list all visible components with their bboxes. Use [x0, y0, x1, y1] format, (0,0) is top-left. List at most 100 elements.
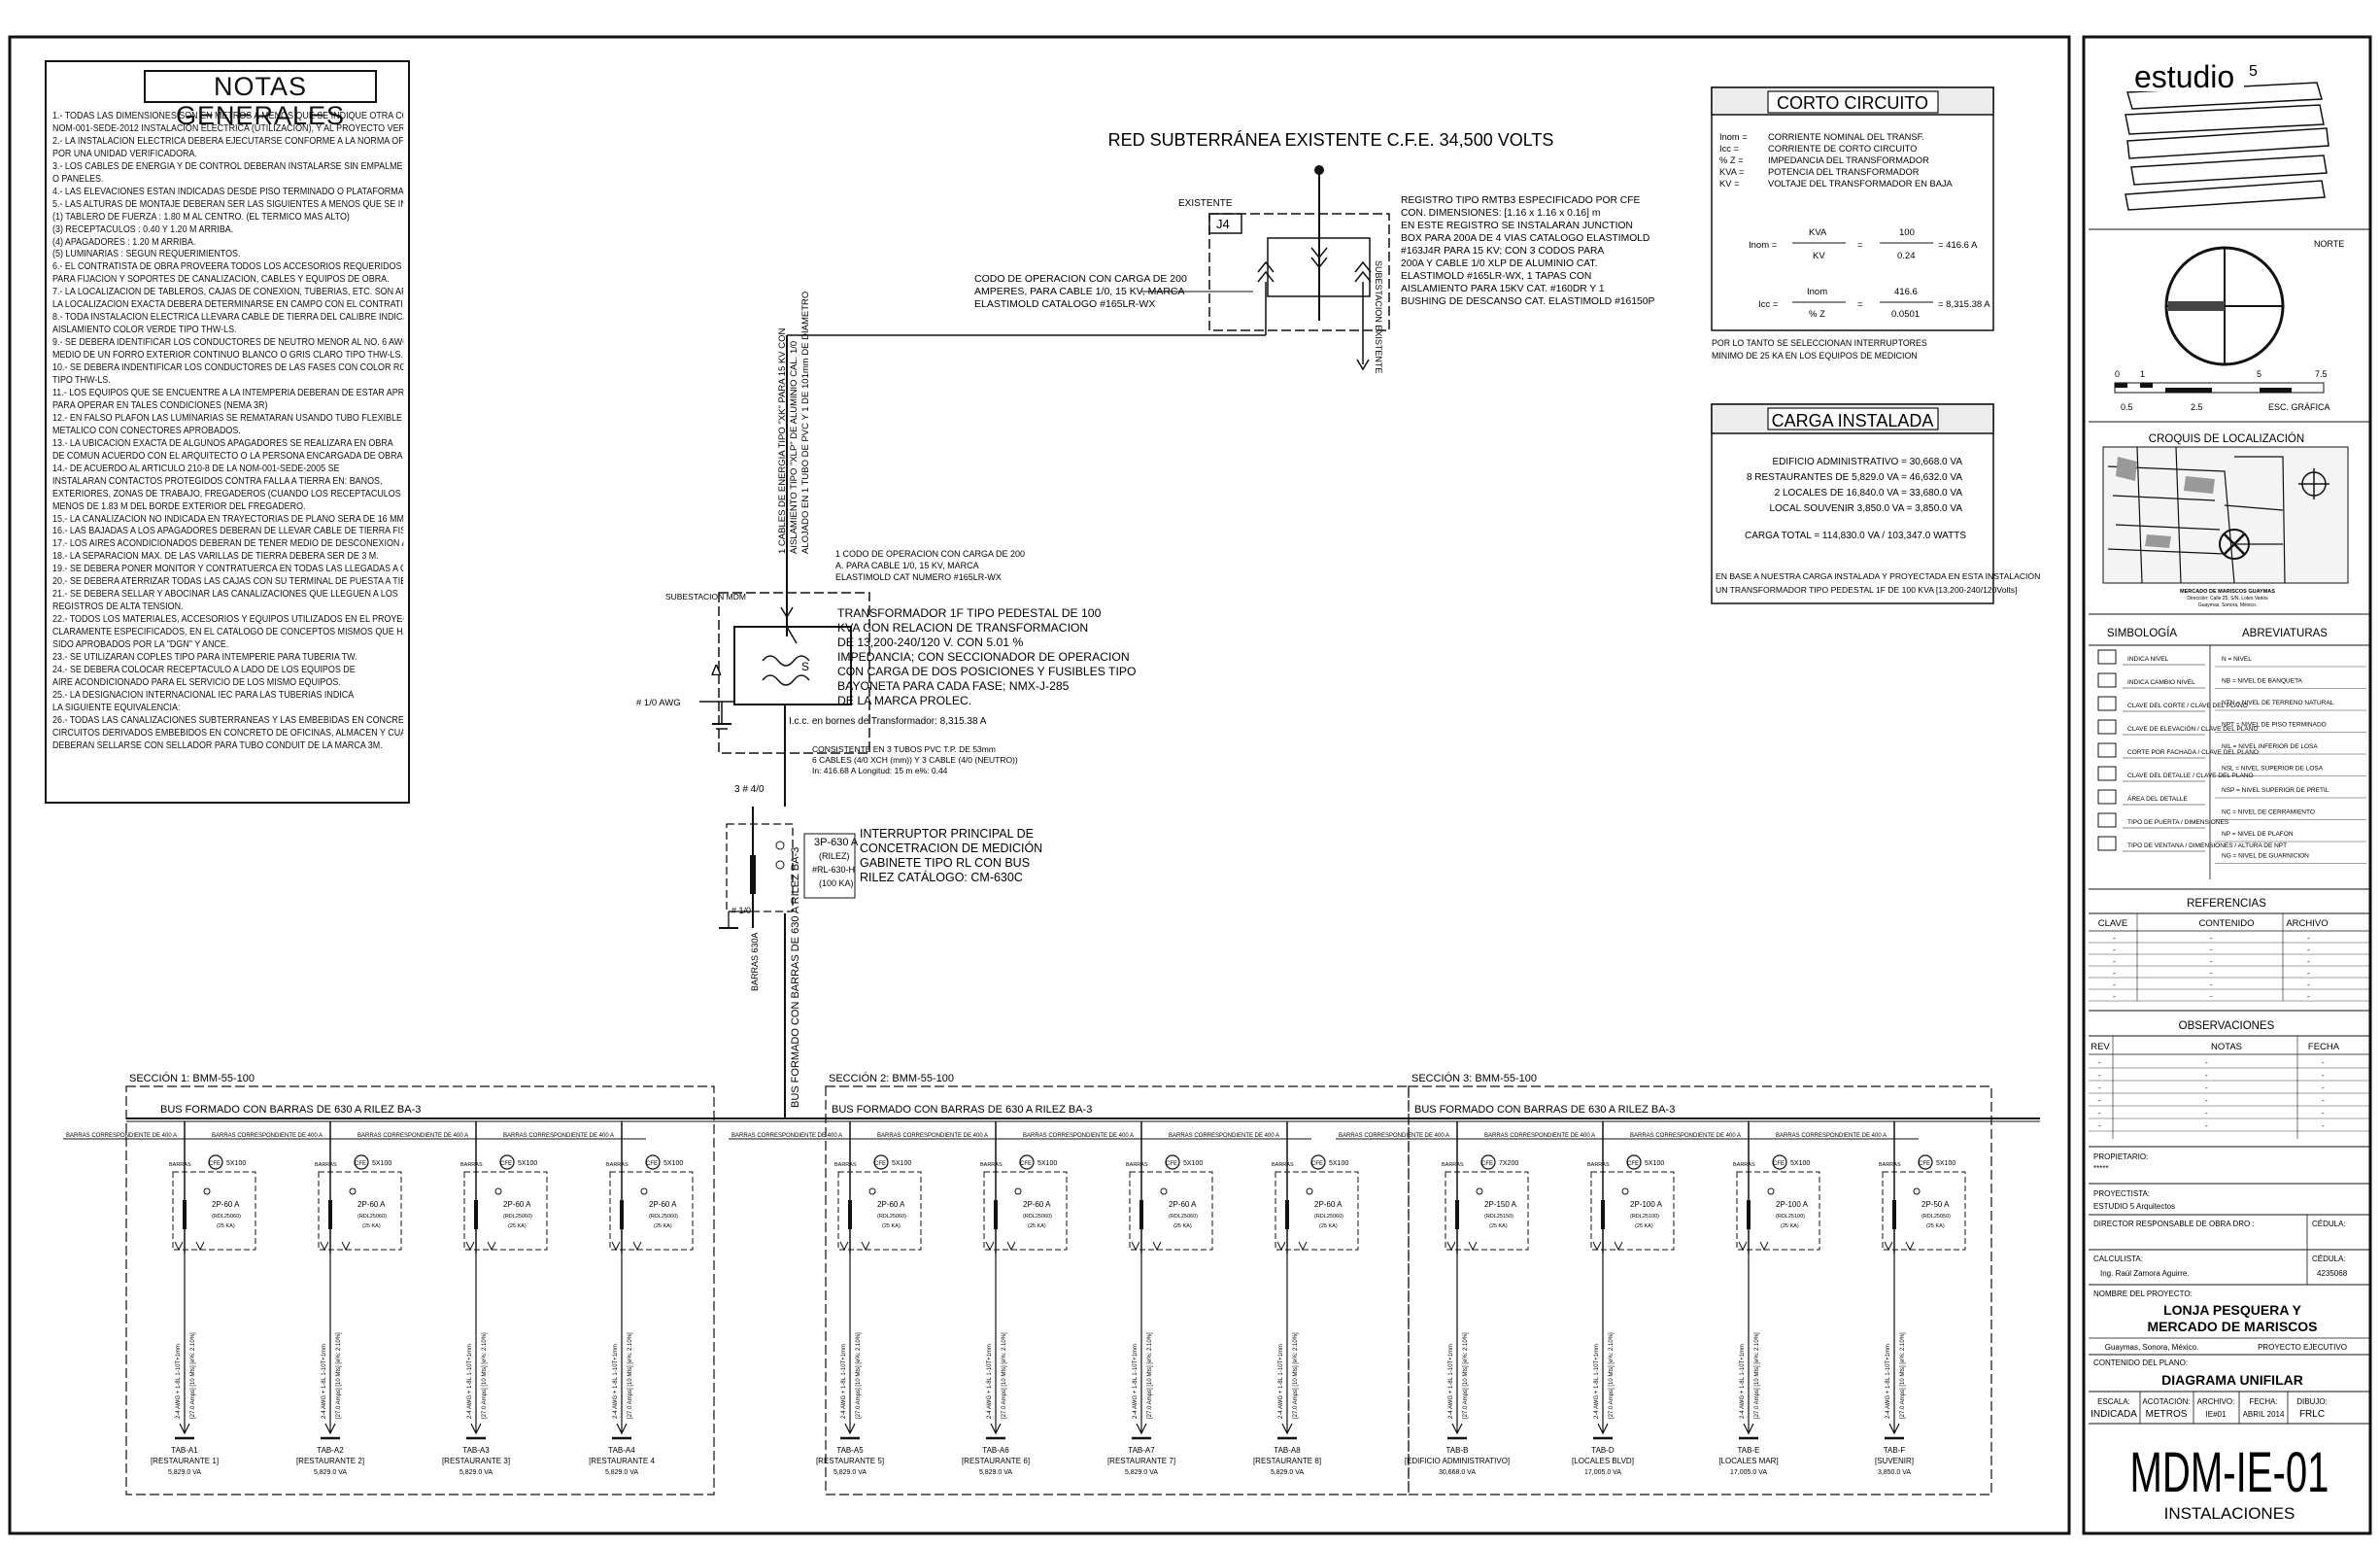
svg-text:-: - [2322, 1121, 2325, 1130]
nota-line: exteriores, zonas de trabajo, fregaderos… [52, 488, 404, 499]
feeder-cable2: [27.0 Amps] [10 Mts] [e%: 2.10%] [856, 1332, 862, 1419]
svg-text:Ing. Raúl Zamora Aguirre.: Ing. Raúl Zamora Aguirre. [2100, 1269, 2190, 1278]
svg-text:(RILEZ): (RILEZ) [819, 851, 850, 861]
feeder-ka: (25 KA) [1926, 1223, 1945, 1229]
svg-text:3P-630 A: 3P-630 A [814, 837, 859, 848]
notas-generales-list: 1.- Todas las dimensiones son en metros … [52, 111, 403, 753]
svg-text:Dirección: Calle 25, S/N, Lote: Dirección: Calle 25, S/N, Lotes Varios [2187, 596, 2268, 602]
svg-text:CON CARGA DE DOS POSICIONES Y: CON CARGA DE DOS POSICIONES Y FUSIBLES T… [837, 665, 1136, 678]
svg-text:TRANSFORMADOR 1F TIPO PEDESTAL: TRANSFORMADOR 1F TIPO PEDESTAL DE 100 [837, 606, 1102, 620]
bar-label: BARRAS 630A [750, 932, 760, 991]
feeder-cable: 2-4 AWG + 1-8L 1-10T+1mm [1594, 1344, 1600, 1419]
svg-text:ELASTIMOLD #165LR-WX, 1 TAPAS: ELASTIMOLD #165LR-WX, 1 TAPAS CON [1401, 271, 1591, 282]
svg-text:-: - [2322, 1071, 2325, 1080]
svg-text:-: - [2322, 1096, 2325, 1105]
barras-small: BARRAS [169, 1162, 191, 1168]
feeder-tab: TAB-A5 [836, 1446, 864, 1455]
svg-text:5: 5 [2249, 63, 2258, 80]
feeder-model: (RDL25060) [649, 1214, 678, 1220]
referencias-table: ------------------ [2089, 913, 2370, 1002]
feeder-tab: TAB-A4 [608, 1446, 635, 1455]
feeder-tab: TAB-E [1738, 1446, 1760, 1455]
svg-text:CALCULISTA:: CALCULISTA: [2093, 1255, 2143, 1263]
feeder-tab: TAB-A1 [171, 1446, 198, 1455]
svg-text:CORRIENTE NOMINAL DEL TRANSF.: CORRIENTE NOMINAL DEL TRANSF. [1768, 132, 1924, 142]
svg-text:ALOJADO EN 1 TUBO DE PVC Y 1 D: ALOJADO EN 1 TUBO DE PVC Y 1 DE 101mm DE… [800, 292, 811, 554]
svg-text:BAYONETA PARA CADA FASE; NMX-J: BAYONETA PARA CADA FASE; NMX-J-285 [837, 679, 1070, 693]
cfe-meter-icon [499, 1154, 515, 1170]
notas-generales-box: NOTAS GENERALES 1.- Todas las dimensione… [45, 60, 410, 804]
feeder-ka: (25 KA) [1319, 1223, 1338, 1229]
breaker-label: 3P-630 A (RILEZ) #RL-630-H (100 KA) [812, 837, 859, 888]
nota-line: 2.- La instalacion electrica debera ejec… [52, 135, 404, 147]
symbol-label: CLAVE DEL DETALLE / CLAVE DEL PLANO [2127, 773, 2254, 779]
barras-small: BARRAS [1272, 1162, 1294, 1168]
nota-line: 22.- Todos los materiales, accesorios y … [52, 614, 403, 626]
svg-text:-: - [2210, 945, 2213, 954]
svg-text:0.24: 0.24 [1897, 251, 1916, 261]
nota-line: sido aprobados por la "DGN" y ance. [52, 639, 229, 651]
feeder-va: 30,668.0 VA [1439, 1469, 1476, 1476]
barras-small: BARRAS [834, 1162, 857, 1168]
nota-line: 17.- Los aires acondicionados deberan de… [52, 538, 403, 550]
feeder-model: (RDL25100) [1776, 1214, 1805, 1220]
nota-line: (4) Apagadores : 1.20 m arriba. [52, 236, 196, 248]
symbol-icon [2097, 649, 2117, 665]
sheet-code: MDM-IE-01 [2130, 1441, 2329, 1504]
svg-text:VOLTAJE DEL TRANSFORMADOR EN B: VOLTAJE DEL TRANSFORMADOR EN BAJA [1768, 179, 1954, 189]
vertical-cable-note: 1 CABLES DE ENERGIA TIPO "XK" PARA 15 KV… [777, 292, 811, 554]
feeder-ka: (25 KA) [654, 1223, 672, 1229]
feeder-model: (RDL25060) [1169, 1214, 1198, 1220]
section-2: SECCIÓN 2: BMM-55-100 BUS FORMADO CON BA… [825, 1072, 1410, 1495]
cfe-meter-icon [1165, 1154, 1180, 1170]
feeder-cable: 2-4 AWG + 1-8L 1-10T+1mm [1278, 1344, 1284, 1419]
abbr-label: NIL = NIVEL INFERIOR DE LOSA [2222, 743, 2318, 750]
feeder-va: 5,829.0 VA [459, 1469, 493, 1476]
feeder-name: [RESTAURANTE 6] [962, 1457, 1030, 1465]
nota-line: 21.- Se debera sellar y abocinar las can… [52, 589, 398, 601]
svg-text:-: - [2322, 1058, 2325, 1067]
nota-line: 20.- Se debera aterrizar todas las cajas… [52, 576, 404, 588]
barras-small: BARRAS [606, 1162, 629, 1168]
nota-line: (5) Luminarias : segun requerimientos. [52, 249, 241, 260]
bars-label: BARRAS CORRESPONDIENTE DE 400 A [1484, 1133, 1595, 1139]
svg-text:UN TRANSFORMADOR TIPO PEDESTAL: UN TRANSFORMADOR TIPO PEDESTAL 1F DE 100… [1716, 585, 2017, 595]
svg-text:AISLAMIENTO TIPO "XLP" DE ALUM: AISLAMIENTO TIPO "XLP" DE ALUMINIO CAL. … [789, 341, 799, 554]
svg-text:-: - [2098, 1096, 2101, 1105]
nota-line: 14.- De acuerdo al articulo 210-8 de la … [52, 463, 340, 474]
nota-line: o paneles. [52, 173, 104, 185]
svg-text:-: - [2113, 957, 2116, 966]
abbr-label: NSL = NIVEL SUPERIOR DE LOSA [2222, 766, 2324, 773]
feeder-tab: TAB-B [1446, 1446, 1469, 1455]
svg-text:IMPEDANCIA; CON SECCIONADOR DE: IMPEDANCIA; CON SECCIONADOR DE OPERACION [837, 650, 1130, 664]
svg-text:CÉDULA:: CÉDULA: [2312, 1220, 2346, 1228]
nota-line: 4.- Las elevaciones estan indicadas desd… [52, 186, 404, 197]
codo-note: CODO DE OPERACION CON CARGA DE 200 AMPER… [974, 273, 1187, 310]
symbol-icon [2097, 836, 2117, 851]
svg-text:ESC. GRÁFICA: ESC. GRÁFICA [2268, 402, 2330, 412]
svg-text:DIBUJO:: DIBUJO: [2296, 1397, 2328, 1406]
svg-text:BUS FORMADO CON BARRAS DE 630: BUS FORMADO CON BARRAS DE 630 A RILEZ BA… [832, 1104, 1092, 1116]
svg-text:POTENCIA DEL TRANSFORMADOR: POTENCIA DEL TRANSFORMADOR [1768, 167, 1920, 177]
nota-line: 23.- Se utilizaran coples tipo para inte… [52, 651, 357, 663]
cfe-label: CFE [874, 1161, 886, 1167]
svg-text:Inom: Inom [1807, 287, 1827, 297]
svg-text:=: = [1857, 240, 1863, 251]
nota-line: 1.- Todas las dimensiones son en metros … [52, 111, 404, 121]
existente-label: EXISTENTE [1178, 198, 1233, 209]
svg-text:CONTENIDO: CONTENIDO [2199, 918, 2255, 929]
svg-text:CÉDULA:: CÉDULA: [2312, 1255, 2346, 1263]
svg-text:BUS FORMADO CON BARRAS DE 630: BUS FORMADO CON BARRAS DE 630 A RILEZ BA… [160, 1104, 421, 1116]
icc-label: I.c.c. en bornes de Transformador: 8,315… [789, 716, 987, 727]
nota-line: claramente especificados, en el catalogo… [52, 627, 404, 638]
ground-label: # 1/0 AWG [636, 698, 681, 708]
feeder-model: (RDL25060) [212, 1214, 241, 1220]
svg-text:SECCIÓN 3: BMM-55-100: SECCIÓN 3: BMM-55-100 [1411, 1072, 1537, 1084]
svg-text:ABRIL 2014: ABRIL 2014 [2243, 1410, 2285, 1419]
nota-line: 8.- Toda instalacion electrica llevara c… [52, 312, 403, 324]
abbr-label: NP = NIVEL DE PLAFON [2222, 831, 2294, 838]
